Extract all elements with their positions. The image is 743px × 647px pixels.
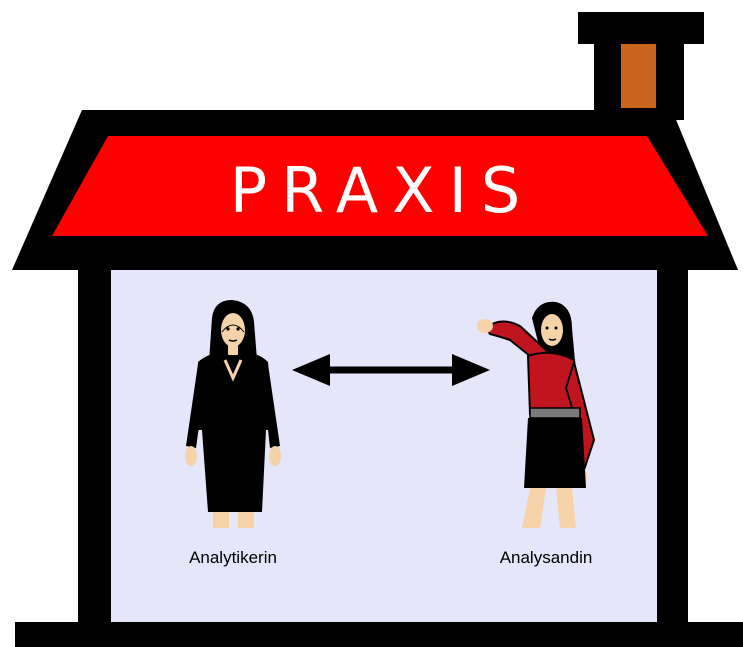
roof-title: PRAXIS (230, 154, 534, 227)
house-wall (78, 255, 688, 625)
analysand-label: Analysandin (500, 548, 593, 567)
chimney (578, 12, 704, 120)
ground-line (15, 622, 743, 647)
analyst-label: Analytikerin (189, 548, 277, 567)
